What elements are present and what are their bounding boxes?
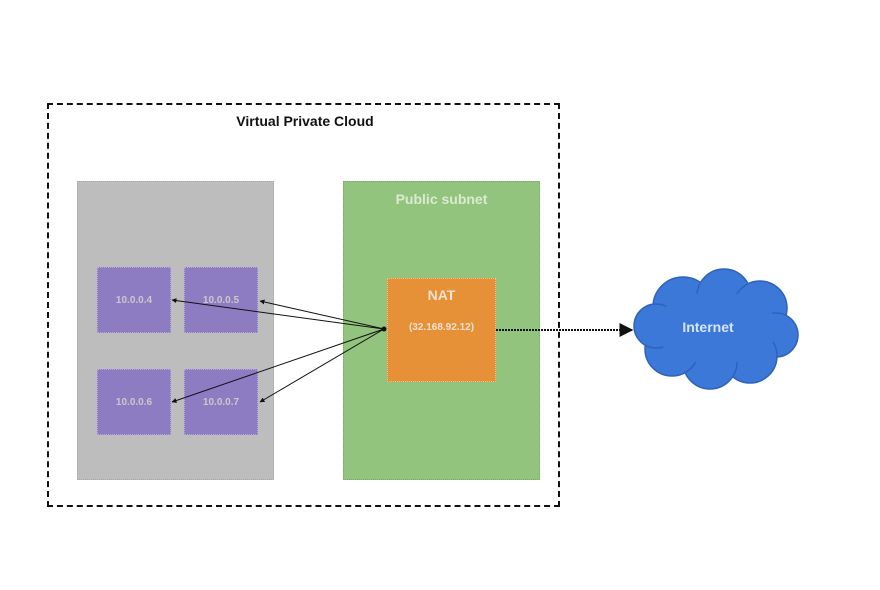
connector-line bbox=[171, 328, 385, 403]
vpc-title: Virtual Private Cloud bbox=[236, 113, 374, 129]
connector-line bbox=[171, 298, 385, 330]
vpc-boundary bbox=[47, 103, 560, 507]
host-node: 10.0.0.5 bbox=[184, 267, 258, 333]
internet-cloud-icon bbox=[633, 268, 799, 390]
internet-label: Internet bbox=[682, 319, 734, 335]
host-node: 10.0.0.4 bbox=[97, 267, 171, 333]
nat-gateway bbox=[387, 278, 496, 382]
nat-ip: (32.168.92.12) bbox=[408, 322, 475, 333]
connector-line bbox=[259, 299, 385, 330]
public-subnet-label: Public subnet bbox=[395, 191, 488, 207]
host-node: 10.0.0.7 bbox=[184, 369, 258, 435]
connector-line bbox=[259, 328, 385, 403]
nat-label: NAT bbox=[427, 287, 456, 303]
connector-junction bbox=[381, 326, 387, 332]
host-node: 10.0.0.6 bbox=[97, 369, 171, 435]
